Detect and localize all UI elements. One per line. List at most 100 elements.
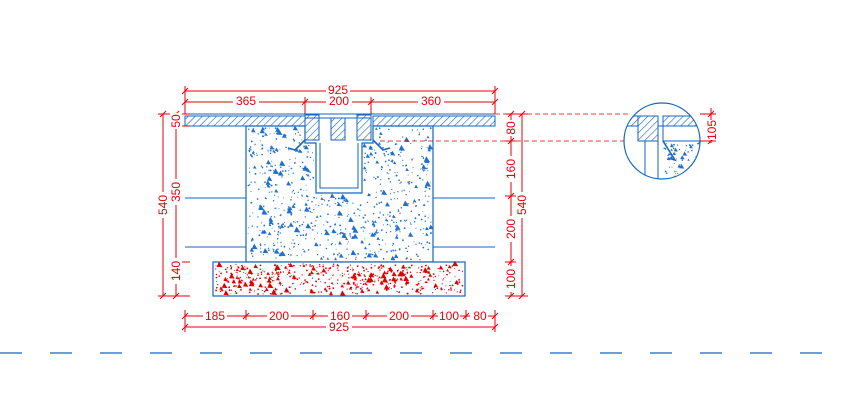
- aggregate-dot: [668, 153, 670, 155]
- aggregate-dot: [415, 243, 417, 246]
- aggregate-stone: [223, 276, 228, 282]
- aggregate-dot: [418, 132, 420, 134]
- aggregate-stone: [329, 291, 334, 296]
- aggregate-dot: [271, 191, 273, 193]
- aggregate-dot: [393, 280, 396, 283]
- aggregate-dot: [260, 165, 263, 167]
- aggregate-dot: [415, 227, 417, 229]
- aggregate-dot: [339, 232, 342, 235]
- aggregate-dot: [267, 247, 270, 249]
- aggregate-dot: [377, 278, 379, 280]
- aggregate-dot: [218, 271, 220, 273]
- aggregate-dot: [451, 284, 454, 287]
- aggregate-stone: [250, 154, 254, 158]
- aggregate-dot: [276, 184, 278, 186]
- aggregate-dot: [381, 239, 384, 241]
- aggregate-dot: [249, 153, 252, 156]
- aggregate-dot: [260, 247, 262, 249]
- aggregate-dot: [320, 194, 322, 196]
- aggregate-dot: [394, 278, 396, 280]
- aggregate-dot: [260, 273, 263, 275]
- aggregate-dot: [259, 245, 261, 247]
- aggregate-dot: [240, 289, 242, 291]
- aggregate-dot: [444, 276, 446, 278]
- aggregate-dot: [346, 202, 348, 204]
- aggregate-dot: [305, 184, 307, 186]
- aggregate-stone: [266, 159, 272, 165]
- aggregate-dot: [279, 232, 281, 234]
- aggregate-stone: [669, 155, 674, 160]
- aggregate-dot: [247, 184, 250, 187]
- aggregate-dot: [293, 203, 296, 206]
- aggregate-dot: [334, 214, 336, 216]
- aggregate-stone: [337, 210, 343, 216]
- aggregate-dot: [382, 214, 385, 216]
- rtick-5: [507, 292, 515, 300]
- aggregate-dot: [292, 246, 295, 248]
- aggregate-dot: [386, 223, 389, 226]
- aggregate-dot: [395, 231, 397, 233]
- aggregate-stone: [393, 161, 397, 165]
- concrete-body: [245, 125, 434, 263]
- aggregate-dot: [280, 293, 282, 295]
- aggregate-dot: [272, 249, 275, 251]
- aggregate-dot: [262, 293, 264, 295]
- aggregate-dot: [290, 286, 292, 288]
- bottom-dim-seg1: 185: [205, 309, 225, 323]
- aggregate-dot: [449, 281, 451, 283]
- aggregate-dot: [336, 267, 339, 269]
- aggregate-stone: [268, 217, 274, 222]
- aggregate-stone: [248, 287, 252, 291]
- aggregate-dot: [388, 286, 390, 288]
- aggregate-dot: [305, 233, 308, 235]
- aggregate-dot: [277, 233, 279, 236]
- aggregate-dot: [302, 283, 305, 285]
- aggregate-dot: [423, 228, 425, 230]
- aggregate-dot: [414, 217, 417, 220]
- aggregate-dot: [398, 269, 400, 271]
- aggregate-dot: [410, 143, 412, 145]
- aggregate-dot: [339, 274, 341, 276]
- aggregate-dot: [325, 247, 328, 250]
- aggregate-dot: [366, 171, 368, 174]
- paving-slab-right: [372, 115, 496, 127]
- aggregate-dot: [325, 272, 327, 274]
- aggregate-dot: [306, 156, 309, 158]
- aggregate-dot: [257, 274, 259, 276]
- aggregate-dot: [347, 241, 349, 243]
- aggregate-dot: [294, 133, 297, 135]
- aggregate-dot: [681, 159, 684, 161]
- aggregate-dot: [388, 280, 390, 282]
- aggregate-dot: [331, 282, 333, 285]
- aggregate-dot: [288, 149, 290, 151]
- aggregate-dot: [234, 270, 236, 272]
- aggregate-dot: [229, 265, 232, 267]
- aggregate-stone: [264, 196, 268, 200]
- aggregate-dot: [361, 291, 363, 293]
- aggregate-dot: [281, 284, 284, 286]
- aggregate-dot: [343, 199, 346, 202]
- aggregate-dot: [449, 284, 451, 287]
- aggregate-stone: [421, 164, 427, 170]
- aggregate-dot: [357, 273, 359, 276]
- aggregate-stone: [264, 287, 269, 292]
- aggregate-dot: [333, 231, 335, 234]
- btick-4: [362, 312, 370, 320]
- aggregate-dot: [663, 147, 665, 150]
- aggregate-dot: [373, 225, 376, 228]
- aggregate-dot: [296, 220, 299, 223]
- aggregate-stone: [351, 273, 358, 279]
- aggregate-stone: [385, 202, 390, 207]
- aggregate-dot: [378, 216, 380, 219]
- aggregate-dot: [406, 269, 408, 271]
- aggregate-dot: [356, 265, 359, 268]
- aggregate-dot: [380, 201, 383, 204]
- aggregate-dot: [341, 205, 343, 207]
- aggregate-dot: [312, 226, 314, 228]
- bottom-seg1-bg: [203, 310, 227, 321]
- aggregate-dot: [370, 264, 372, 266]
- aggregate-dot: [458, 279, 460, 281]
- aggregate-dot: [340, 229, 342, 231]
- aggregate-dot: [215, 265, 217, 267]
- aggregate-dot: [294, 288, 297, 290]
